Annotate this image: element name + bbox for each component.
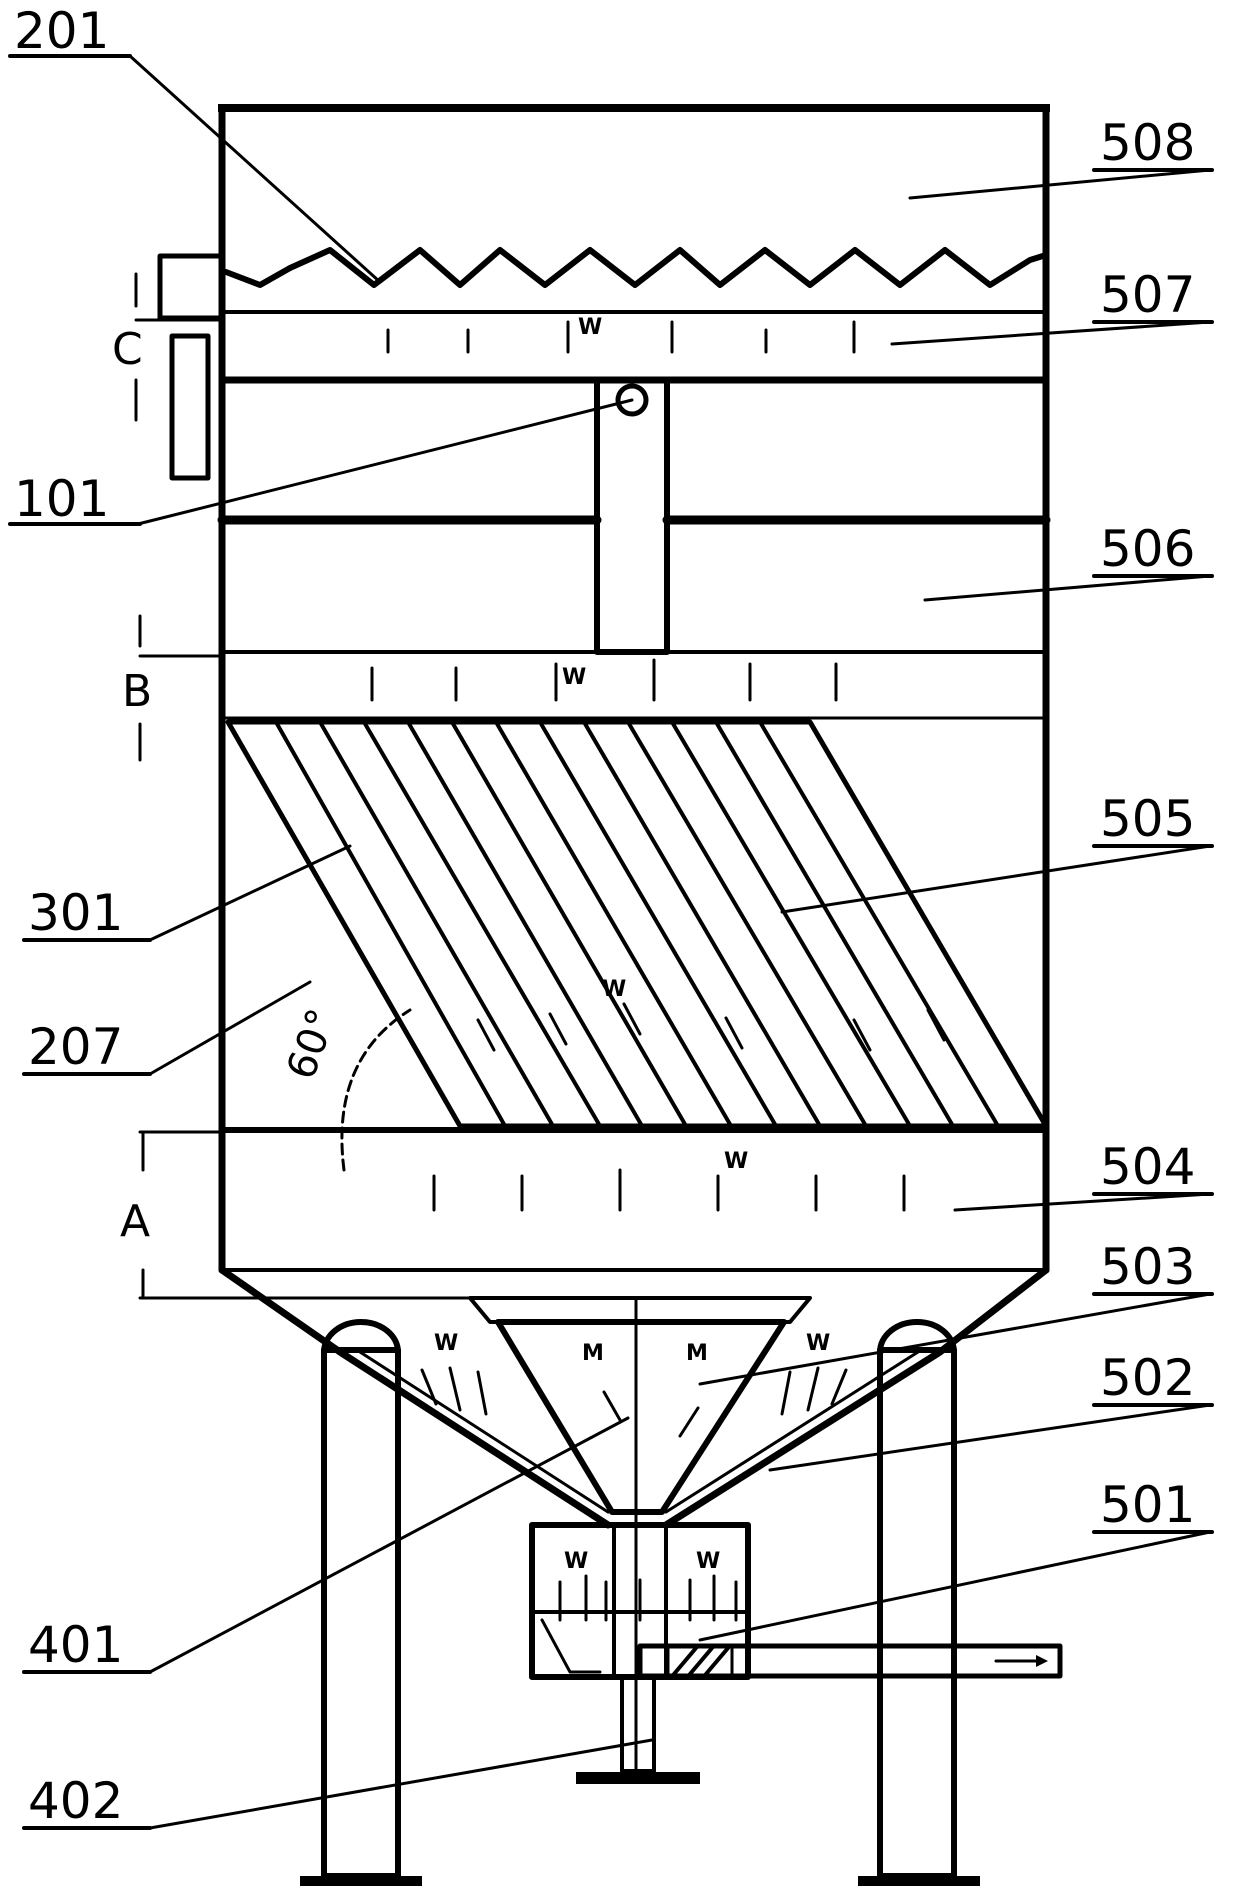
dimension-lines bbox=[134, 272, 472, 1300]
vessel-top-rim bbox=[218, 104, 1050, 112]
label-101: 101 bbox=[14, 470, 109, 528]
inclined-plates bbox=[274, 720, 1000, 1128]
flow-mark-w: W bbox=[564, 1549, 588, 1574]
dimension-c: C bbox=[112, 324, 143, 375]
label-underlines bbox=[8, 54, 1214, 1830]
flow-mark-w: W bbox=[578, 315, 602, 340]
dimension-b: B bbox=[122, 666, 152, 717]
dimension-a: A bbox=[120, 1196, 150, 1247]
angle-60: 60° bbox=[278, 1003, 345, 1085]
label-201: 201 bbox=[14, 2, 109, 60]
flow-mark-w: W bbox=[602, 977, 626, 1002]
leader-lines bbox=[128, 54, 1212, 1830]
flow-mark-w: W bbox=[724, 1149, 748, 1174]
motor-base bbox=[576, 1772, 700, 1784]
central-column bbox=[594, 377, 670, 655]
label-301: 301 bbox=[28, 884, 123, 942]
flow-mark-w: W bbox=[562, 665, 586, 690]
label-402: 402 bbox=[28, 1772, 123, 1830]
angle-arc bbox=[340, 1008, 412, 1172]
side-outlet-box bbox=[157, 253, 225, 321]
discharge-valve bbox=[666, 1644, 734, 1678]
label-504: 504 bbox=[1100, 1138, 1195, 1196]
leg-left-cap bbox=[321, 1319, 401, 1355]
label-502: 502 bbox=[1100, 1349, 1195, 1407]
flow-mark-m: M bbox=[582, 1341, 604, 1366]
leg-left bbox=[321, 1347, 401, 1879]
label-501: 501 bbox=[1100, 1476, 1195, 1534]
inner-cone bbox=[495, 1319, 787, 1515]
inclined-plate-pack bbox=[225, 719, 1049, 1129]
deflector-rim bbox=[468, 1296, 812, 1324]
flow-mark-w: W bbox=[434, 1331, 458, 1356]
foot-right bbox=[858, 1876, 980, 1886]
side-outlet-pipe bbox=[169, 333, 211, 481]
flow-mark-m: M bbox=[686, 1341, 708, 1366]
label-401: 401 bbox=[28, 1616, 123, 1674]
hopper-right bbox=[662, 1266, 1050, 1529]
label-207: 207 bbox=[28, 1018, 123, 1076]
discharge-pipe bbox=[637, 1643, 1063, 1679]
label-505: 505 bbox=[1100, 790, 1195, 848]
flow-mark-w: W bbox=[806, 1331, 830, 1356]
overflow-weir bbox=[223, 247, 1049, 288]
diagonal-flow-arrows bbox=[420, 1002, 946, 1438]
chamber-slope bbox=[540, 1618, 602, 1674]
hopper-inner-right bbox=[664, 1350, 920, 1514]
leg-right bbox=[877, 1347, 957, 1879]
foot-left bbox=[300, 1876, 422, 1886]
label-503: 503 bbox=[1100, 1238, 1195, 1296]
flow-arrows bbox=[370, 320, 906, 1622]
inlet-101 bbox=[615, 383, 649, 417]
flow-mark-w: W bbox=[696, 1549, 720, 1574]
label-507: 507 bbox=[1100, 266, 1195, 324]
label-506: 506 bbox=[1100, 520, 1195, 578]
hopper-left bbox=[218, 1266, 612, 1529]
label-508: 508 bbox=[1100, 114, 1195, 172]
hopper-inner-left bbox=[358, 1350, 610, 1514]
shaft-lower bbox=[620, 1675, 656, 1773]
